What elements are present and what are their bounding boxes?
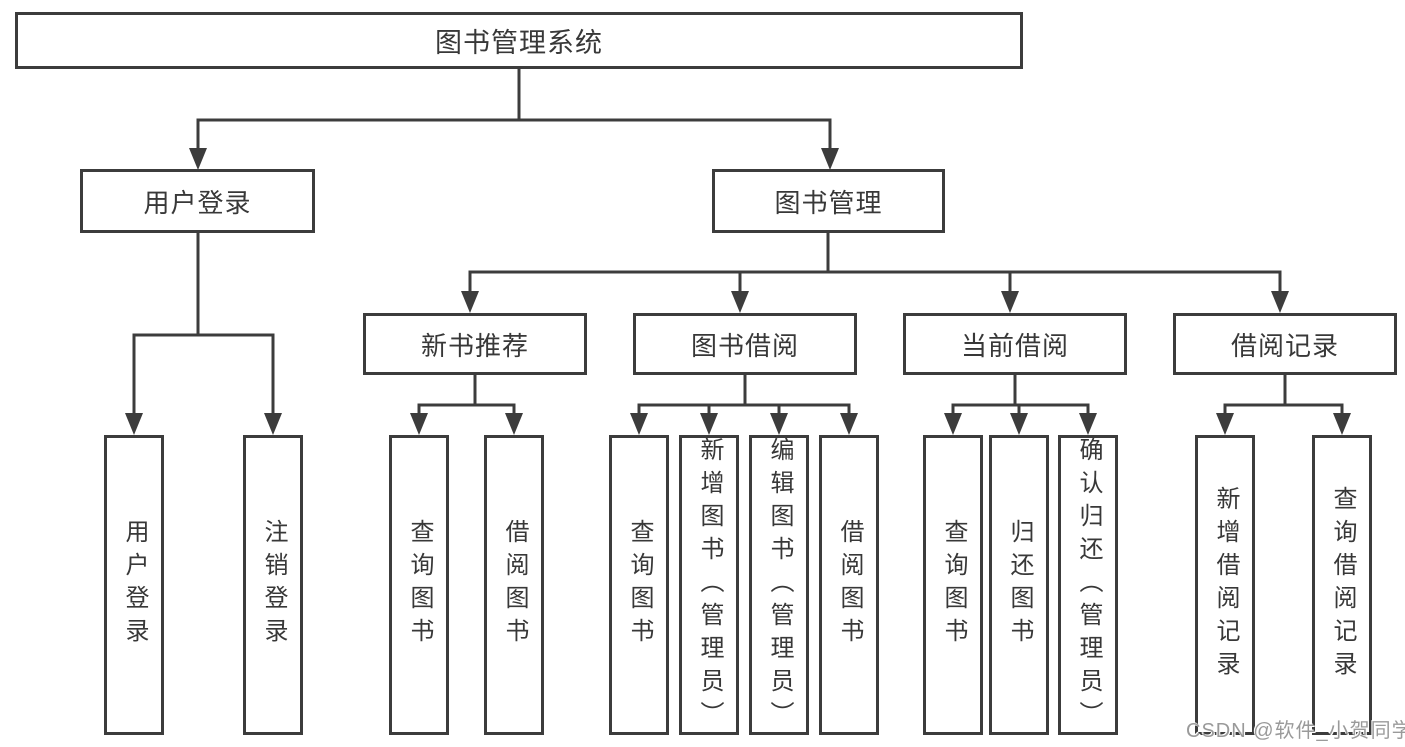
leaf-search-books-recommend: 查询图书 [389, 435, 449, 735]
node-label: 图书管理 [774, 187, 883, 218]
leaf-logout: 注销登录 [243, 435, 303, 735]
connector-new-book-to-leaves [417, 375, 516, 415]
connector-root-to-level2 [196, 69, 832, 150]
connector-user-login-to-leaves [132, 233, 275, 415]
leaf-borrow-books: 借阅图书 [819, 435, 879, 735]
node-label: 注销登录 [260, 519, 287, 651]
node-label: 查询图书 [406, 519, 433, 651]
node-label: 归还图书 [1006, 519, 1033, 651]
node-label: 新增图书（管理员） [696, 436, 723, 734]
connector-records-to-leaves [1223, 375, 1344, 415]
leaf-add-books-admin: 新增图书（管理员） [679, 435, 739, 735]
node-label: 借阅记录 [1230, 330, 1339, 361]
arrowheads [125, 148, 1351, 435]
node-label: 借阅图书 [501, 519, 528, 651]
leaf-confirm-return-admin: 确认归还（管理员） [1058, 435, 1118, 735]
connector-current-to-leaves [951, 375, 1090, 415]
node-current-borrowing: 当前借阅 [903, 313, 1127, 375]
node-label: 新书推荐 [420, 330, 529, 361]
leaf-return-books: 归还图书 [989, 435, 1049, 735]
watermark: CSDN @软件_小贺同学 [1186, 720, 1405, 742]
node-label: 新增借阅记录 [1212, 486, 1239, 684]
node-library-management-system: 图书管理系统 [15, 12, 1023, 69]
node-label: 借阅图书 [836, 519, 863, 651]
node-label: 图书管理系统 [435, 28, 603, 58]
connector-book-mgmt-to-level3 [468, 233, 1282, 293]
leaf-search-borrow-record: 查询借阅记录 [1312, 435, 1372, 735]
connector-borrowing-to-leaves [637, 375, 851, 415]
leaf-search-books-current: 查询图书 [923, 435, 983, 735]
node-book-borrowing: 图书借阅 [633, 313, 857, 375]
node-label: 用户登录 [121, 519, 148, 651]
leaf-edit-books-admin: 编辑图书（管理员） [749, 435, 809, 735]
leaf-add-borrow-record: 新增借阅记录 [1195, 435, 1255, 735]
node-label: 编辑图书（管理员） [766, 436, 793, 734]
leaf-user-login: 用户登录 [104, 435, 164, 735]
node-label: 当前借阅 [960, 330, 1069, 361]
leaf-borrow-books-recommend: 借阅图书 [484, 435, 544, 735]
leaf-search-books-borrowing: 查询图书 [609, 435, 669, 735]
node-label: 用户登录 [143, 187, 252, 218]
node-label: 图书借阅 [690, 330, 799, 361]
node-new-book-recommendation: 新书推荐 [363, 313, 587, 375]
node-label: 查询图书 [626, 519, 653, 651]
node-book-management: 图书管理 [712, 169, 945, 233]
node-user-login: 用户登录 [80, 169, 315, 233]
node-label: 查询图书 [940, 519, 967, 651]
node-borrowing-records: 借阅记录 [1173, 313, 1397, 375]
node-label: 查询借阅记录 [1329, 486, 1356, 684]
node-label: 确认归还（管理员） [1075, 436, 1102, 734]
